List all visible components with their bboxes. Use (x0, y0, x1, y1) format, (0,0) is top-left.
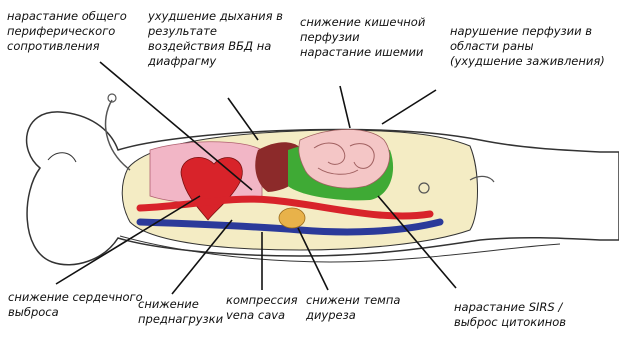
label-sirs: нарастание SIRS / выброс цитокинов (454, 300, 566, 330)
label-cardiac-output: снижение сердечного выброса (8, 290, 143, 320)
label-diuresis: снижени темпа диуреза (306, 293, 400, 323)
kidney (279, 208, 305, 228)
label-vena-cava: компрессия vena cava (226, 293, 298, 323)
label-gut-perfusion: снижение кишечной перфузии нарастание иш… (300, 15, 425, 60)
label-preload: снижение преднагрузки (138, 297, 223, 327)
pointer-wound (382, 90, 436, 124)
label-wound-perfusion: нарушение перфузии в области раны (ухудш… (450, 24, 605, 69)
label-breathing: ухудшение дыхания в результате воздейств… (148, 9, 283, 69)
label-peripheral-resistance: нарастание общего периферического сопрот… (7, 9, 127, 54)
pointer-gut-perfusion (340, 86, 350, 128)
